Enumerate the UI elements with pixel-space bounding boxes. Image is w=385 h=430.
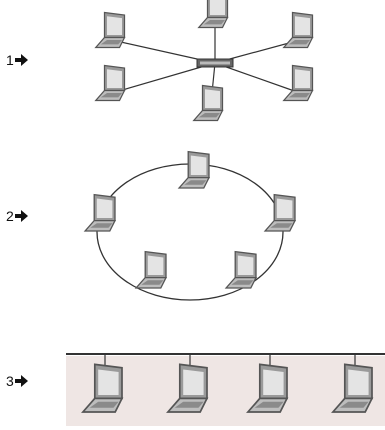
arrow-right-icon (14, 54, 28, 66)
star-computer (282, 11, 314, 49)
ring-computer (177, 150, 211, 189)
bus-topology (66, 353, 385, 426)
arrow-right-icon (14, 210, 28, 222)
ring-computer (83, 193, 117, 232)
topology-label-2: 2 (6, 208, 28, 224)
ring-computer (224, 250, 258, 289)
star-computer (192, 84, 224, 122)
topology-label-1: 1 (6, 52, 28, 68)
star-computer (94, 64, 126, 102)
star-topology (94, 0, 314, 122)
bus-computer (246, 363, 289, 413)
star-computer (282, 64, 314, 102)
star-computer (197, 0, 229, 29)
bus-computer (81, 363, 124, 413)
topology-number-3: 3 (6, 373, 14, 389)
topology-number-2: 2 (6, 208, 14, 224)
topology-number-1: 1 (6, 52, 14, 68)
bus-computer (166, 363, 209, 413)
star-link (111, 62, 216, 94)
bus-computer (331, 363, 374, 413)
ring-computer (263, 193, 297, 232)
star-link (214, 62, 301, 94)
star-computer (94, 11, 126, 49)
ring-computer (134, 250, 168, 289)
topology-label-3: 3 (6, 373, 28, 389)
arrow-right-icon (14, 375, 28, 387)
ring-topology (83, 150, 297, 301)
